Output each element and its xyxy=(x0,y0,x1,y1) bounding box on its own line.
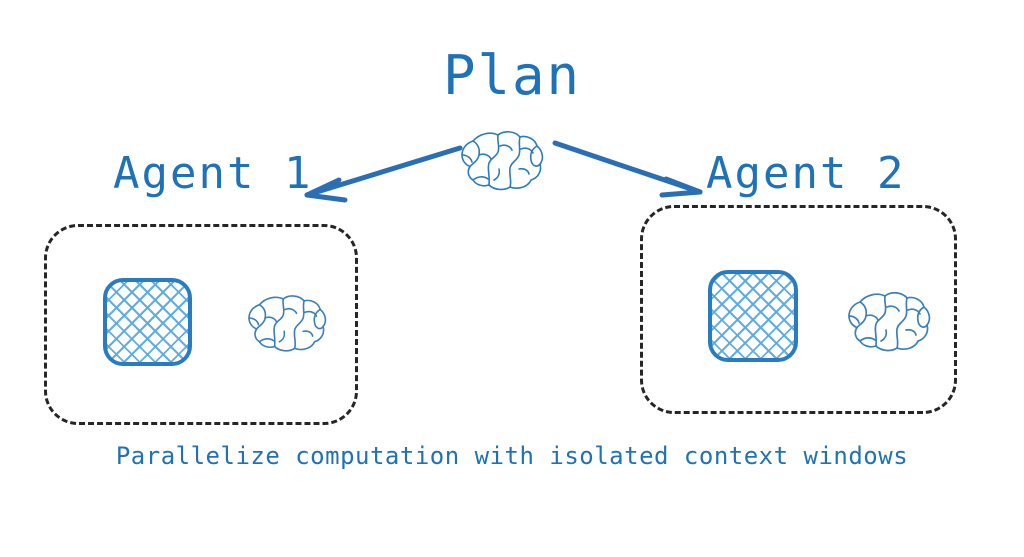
agent-2-box xyxy=(640,205,957,414)
caption-text: Parallelize computation with isolated co… xyxy=(115,442,909,470)
agent-1-context-window-icon xyxy=(103,278,192,366)
agent-1-label: Agent 1 xyxy=(113,148,313,199)
agent-2-context-window-icon xyxy=(708,270,798,362)
page-title: Plan xyxy=(442,44,582,107)
arrow-to-agent-2-icon xyxy=(550,135,710,205)
arrow-to-agent-1-icon xyxy=(295,140,465,210)
agent-1-box xyxy=(44,224,358,425)
agent-2-brain-icon xyxy=(837,276,941,356)
plan-brain-icon xyxy=(452,115,552,195)
agent-1-brain-icon xyxy=(236,280,338,356)
agent-2-label: Agent 2 xyxy=(706,148,906,199)
